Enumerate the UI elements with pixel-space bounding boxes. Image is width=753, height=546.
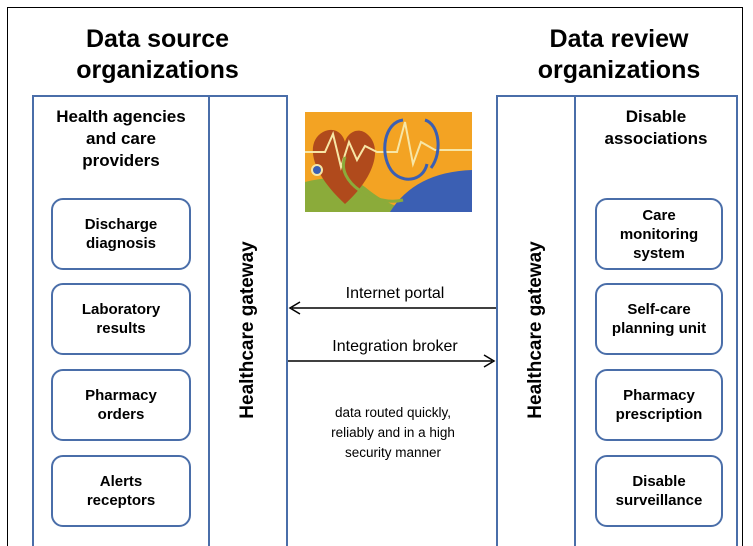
logo-stethoscope-tube-2 [424,118,440,169]
node-laboratory-results: Laboratory results [51,283,191,355]
right-gateway-label: Healthcare gateway [525,241,546,419]
integration-broker-label: Integration broker [332,338,458,355]
node-disable-surveillance: Disable surveillance [595,455,723,527]
outer-frame [7,7,743,546]
header-data-source: Data source organizations [76,25,239,84]
connection-arrows [288,301,496,368]
arrow-integration-broker-head [483,354,496,368]
left-gateway-box [208,95,288,546]
left-panel-title: Health agencies and care providers [56,107,186,170]
logo-stethoscope-tube [383,118,429,181]
health-logo-image [305,112,472,212]
arrow-internet-portal-head [288,301,301,315]
header-data-review: Data review organizations [537,25,701,84]
node-alerts-receptors: Alerts receptors [51,455,191,527]
logo-stethoscope-chestpiece [311,164,323,176]
routing-note: data routed quickly, reliably and in a h… [331,405,455,460]
left-gateway-label: Healthcare gateway [237,241,258,419]
logo-heartbeat-line [305,121,472,171]
node-self-care-planning-unit: Self-care planning unit [595,283,723,355]
internet-portal-label: Internet portal [345,285,445,302]
logo-stethoscope-cord [341,156,404,203]
right-panel-title: Disable associations [604,107,708,148]
logo-blue-wave [390,170,472,212]
node-discharge-diagnosis: Discharge diagnosis [51,198,191,270]
node-care-monitoring-system: Care monitoring system [595,198,723,270]
node-pharmacy-prescription: Pharmacy prescription [595,369,723,441]
node-pharmacy-orders: Pharmacy orders [51,369,191,441]
